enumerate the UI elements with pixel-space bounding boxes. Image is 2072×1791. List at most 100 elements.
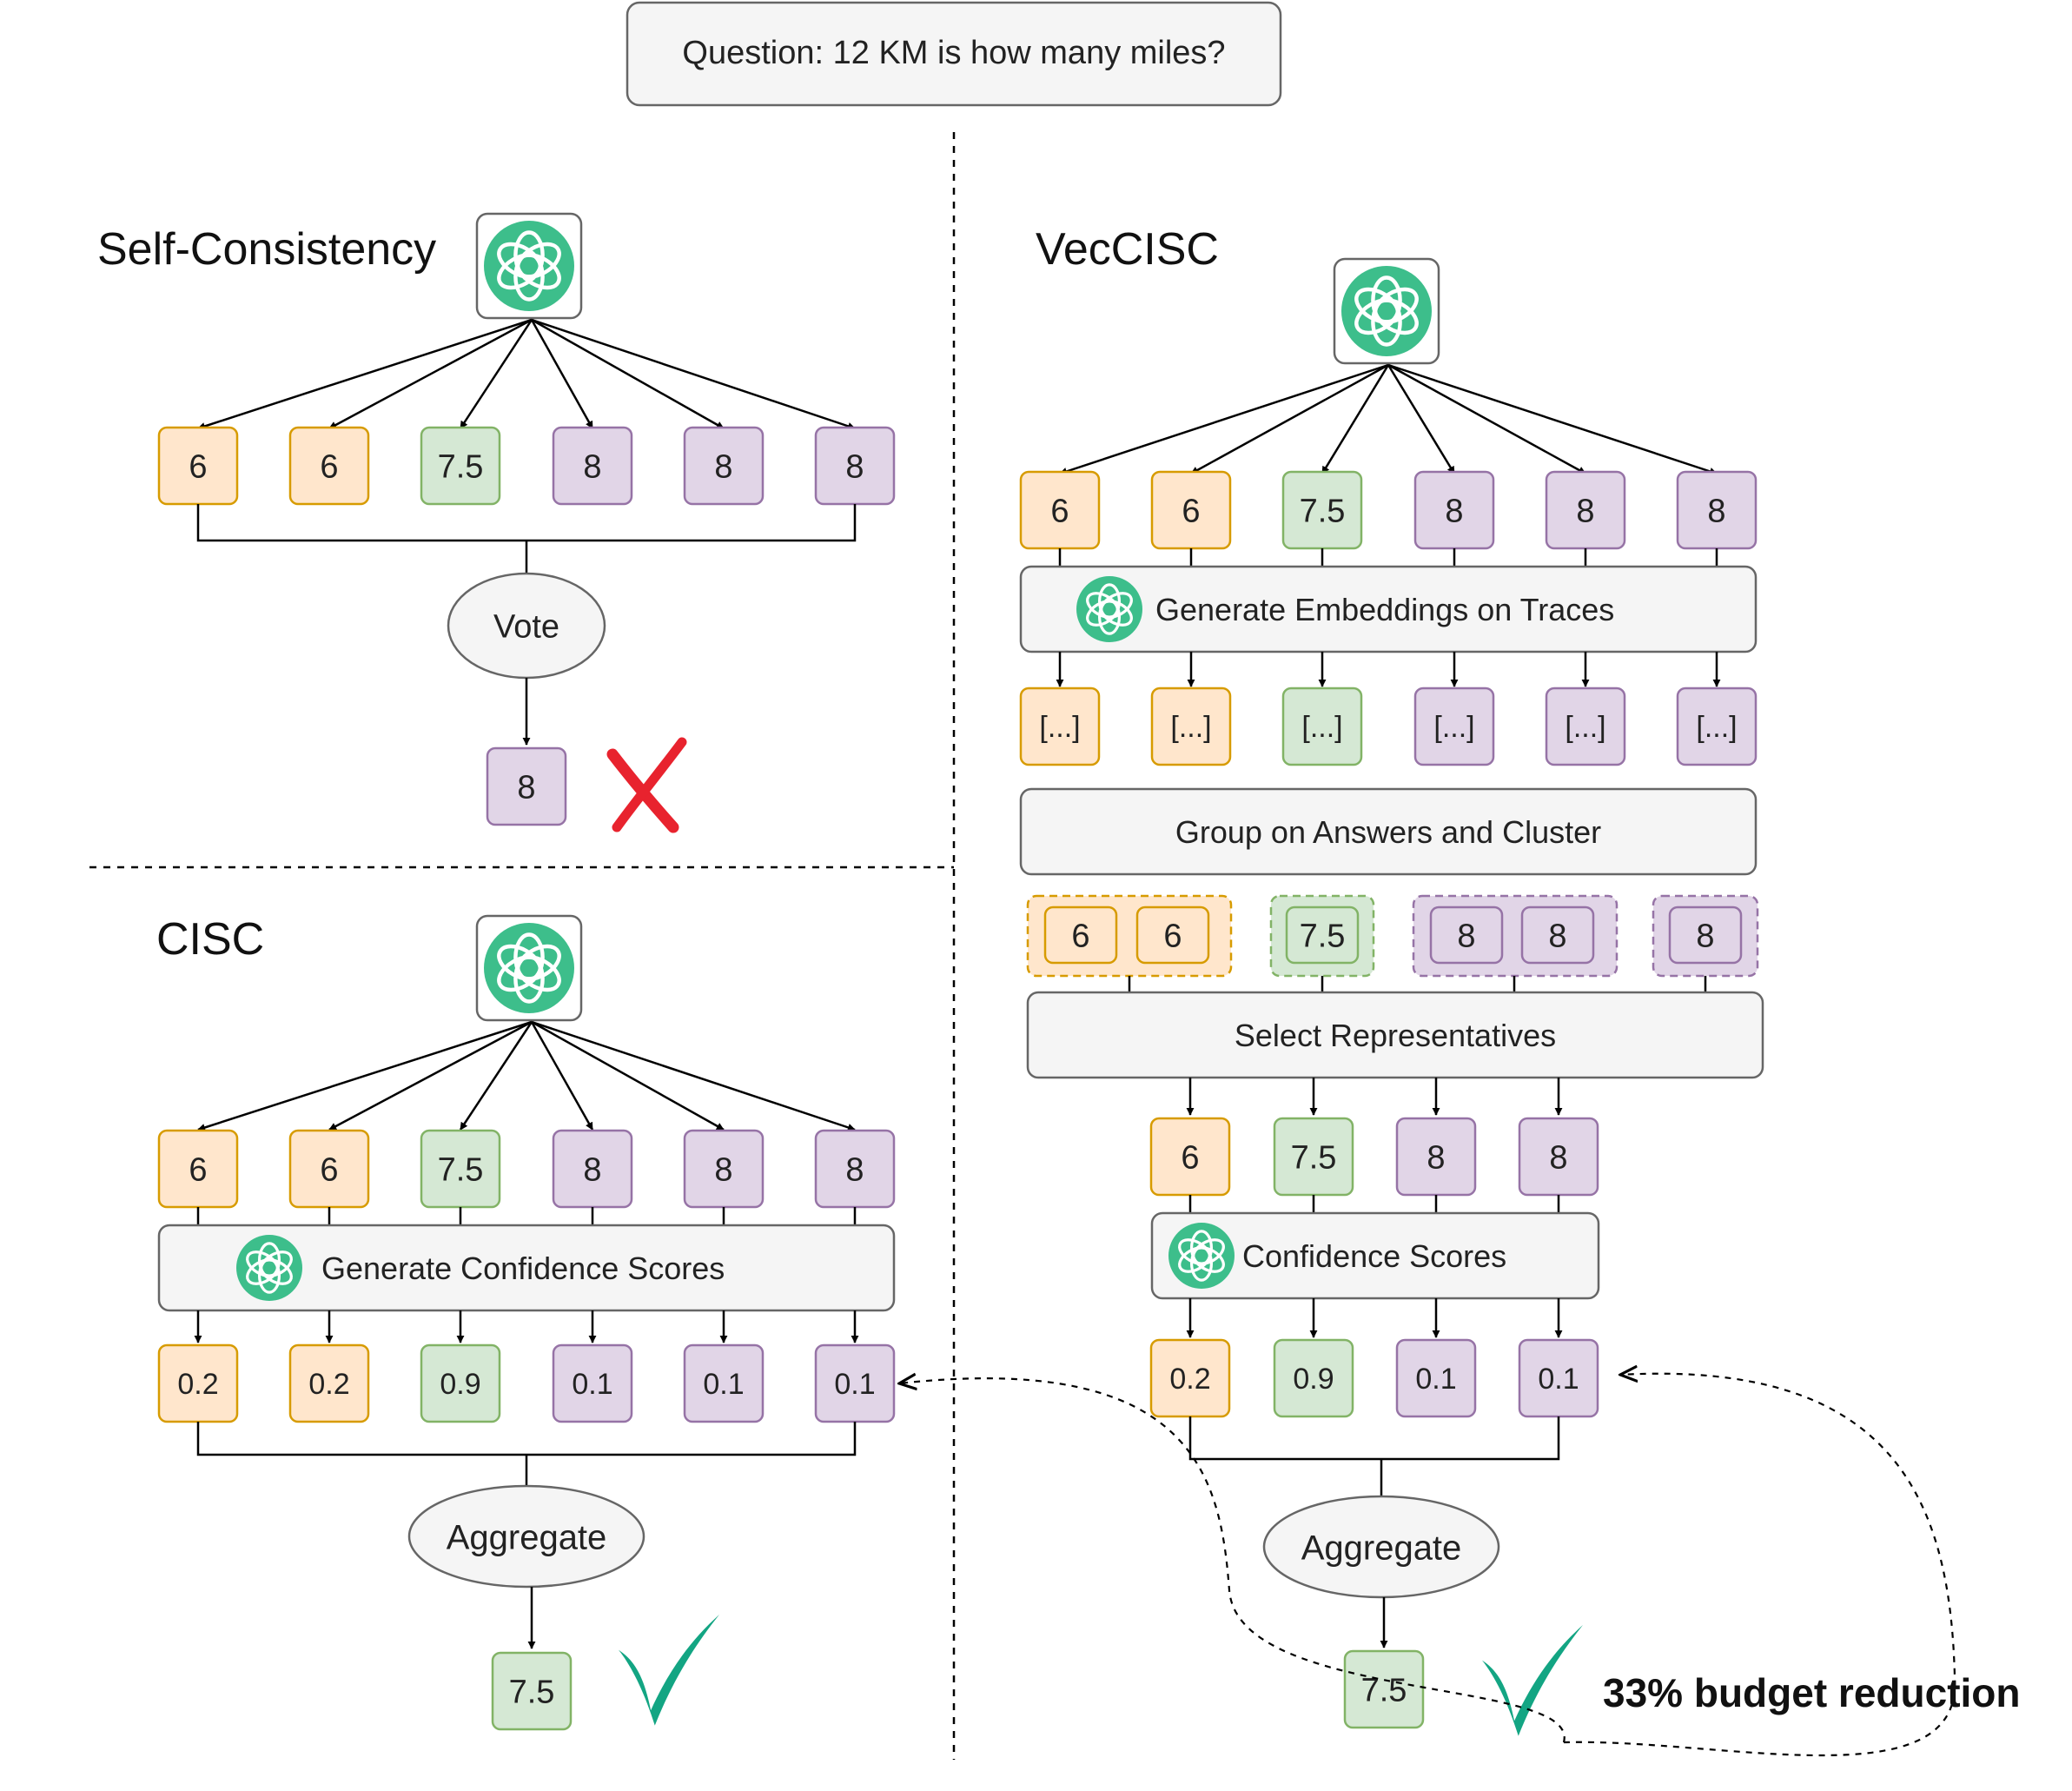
cisc-score-1: 0.2 xyxy=(157,1343,239,1423)
vec-representative-3-label: 8 xyxy=(1427,1140,1445,1177)
vec-answer-4: 8 xyxy=(1413,470,1495,550)
vec-result-label: 7.5 xyxy=(1361,1673,1407,1709)
vec-embedding-2: [...] xyxy=(1150,687,1232,766)
vec-score-1-label: 0.2 xyxy=(1169,1363,1210,1396)
vec-answer-1-label: 6 xyxy=(1050,494,1069,530)
vec-embedding-3-label: [...] xyxy=(1301,711,1342,744)
vec-representative-1-label: 6 xyxy=(1181,1140,1199,1177)
vec-scores-bracket xyxy=(1188,1416,1560,1461)
vec-score-3-label: 0.1 xyxy=(1415,1363,1456,1396)
vec-result: 7.5 xyxy=(1343,1649,1425,1729)
vec-embedding-6-label: [...] xyxy=(1696,711,1737,744)
vec-embedding-2-label: [...] xyxy=(1170,711,1211,744)
vec-representative-2: 7.5 xyxy=(1273,1117,1354,1197)
cisc-aggregate-node-label: Aggregate xyxy=(447,1518,607,1556)
cisc-sample-arrow-1 xyxy=(197,1020,533,1131)
vec-representative-4-label: 8 xyxy=(1549,1140,1567,1177)
vec-embedding-4: [...] xyxy=(1413,687,1495,766)
cisc-result: 7.5 xyxy=(491,1651,573,1731)
sc-answer-2-label: 6 xyxy=(320,449,338,486)
vec-embedding-6: [...] xyxy=(1676,687,1758,766)
sc-answer-4-label: 8 xyxy=(583,449,601,486)
cisc-score-2: 0.2 xyxy=(288,1343,370,1423)
veccisc-model-logo-icon xyxy=(1341,266,1432,356)
vec-embedding-1: [...] xyxy=(1019,687,1101,766)
vec-answer-2: 6 xyxy=(1150,470,1232,550)
veccisc-title: VecCISC xyxy=(1036,224,1219,275)
vec-answer-4-label: 8 xyxy=(1445,494,1463,530)
cisc-answer-5-label: 8 xyxy=(714,1152,732,1189)
vec-sample-arrow-6 xyxy=(1387,363,1718,475)
vec-score-2: 0.9 xyxy=(1273,1338,1354,1418)
cisc-confidence-step: Generate Confidence Scores xyxy=(157,1224,896,1312)
vec-cluster-2-item-1-label: 7.5 xyxy=(1300,919,1346,955)
cisc-score-3-label: 0.9 xyxy=(440,1368,480,1401)
vec-embedding-3: [...] xyxy=(1281,687,1363,766)
cisc-score-6: 0.1 xyxy=(814,1343,896,1423)
vec-cluster-1-item-2-label: 6 xyxy=(1163,919,1182,955)
self-consistency-model-logo-icon xyxy=(484,221,574,311)
sc-answer-6-label: 8 xyxy=(845,449,864,486)
vec-answer-6-label: 8 xyxy=(1707,494,1725,530)
sc-result: 8 xyxy=(486,746,567,826)
cisc-confidence-step-label: Generate Confidence Scores xyxy=(321,1250,725,1286)
vec-embedding-4-label: [...] xyxy=(1433,711,1474,744)
self-consistency-title: Self-Consistency xyxy=(97,224,436,275)
vec-cluster-2-item-1: 7.5 xyxy=(1285,905,1360,965)
cisc-sample-arrow-5 xyxy=(531,1020,725,1131)
cisc-model-logo-icon xyxy=(484,923,574,1013)
vec-cluster-4-item-1: 8 xyxy=(1668,905,1743,965)
question-text: Question: 12 KM is how many miles? xyxy=(682,35,1225,71)
vec-embedding-step-label: Generate Embeddings on Traces xyxy=(1155,592,1614,627)
vec-embedding-step: Generate Embeddings on Traces xyxy=(1019,565,1758,653)
cisc-answer-3-label: 7.5 xyxy=(438,1152,484,1189)
vec-cluster-1-item-1-label: 6 xyxy=(1071,919,1089,955)
sc-answer-2: 6 xyxy=(288,426,370,506)
vec-correct-mark xyxy=(1482,1625,1583,1736)
cisc-sample-arrow-2 xyxy=(328,1020,533,1131)
budget-note: 33% budget reduction xyxy=(1603,1670,2020,1715)
vec-representative-1: 6 xyxy=(1149,1117,1231,1197)
vec-score-3: 0.1 xyxy=(1395,1338,1477,1418)
cisc-answer-3: 7.5 xyxy=(420,1129,501,1209)
sc-answer-3: 7.5 xyxy=(420,426,501,506)
vec-embedding-1-label: [...] xyxy=(1039,711,1080,744)
sc-answer-6: 8 xyxy=(814,426,896,506)
cisc-answer-2: 6 xyxy=(288,1129,370,1209)
cisc-aggregate-node: Aggregate xyxy=(407,1484,645,1589)
sc-answer-4: 8 xyxy=(552,426,633,506)
vec-confidence-model-icon xyxy=(1168,1223,1235,1289)
cisc-model-logo xyxy=(475,914,583,1022)
vec-answer-3-label: 7.5 xyxy=(1300,494,1346,530)
vec-aggregate-node: Aggregate xyxy=(1262,1495,1500,1599)
vec-cluster-3-item-2-label: 8 xyxy=(1548,919,1566,955)
vec-embedding-5: [...] xyxy=(1545,687,1626,766)
cisc-score-5: 0.1 xyxy=(683,1343,765,1423)
vec-group-step: Group on Answers and Cluster xyxy=(1019,787,1758,876)
cisc-answer-6: 8 xyxy=(814,1129,896,1209)
vec-cluster-3-item-1: 8 xyxy=(1429,905,1504,965)
vec-sample-arrow-2 xyxy=(1190,363,1389,475)
sc-sample-arrow-3 xyxy=(459,319,533,429)
vec-confidence-step-label: Confidence Scores xyxy=(1242,1238,1506,1274)
sc-answer-1: 6 xyxy=(157,426,239,506)
vec-answer-2-label: 6 xyxy=(1182,494,1200,530)
self-consistency-model-logo xyxy=(475,212,583,320)
cisc-confidence-model-icon xyxy=(236,1235,302,1301)
sc-sample-arrow-2 xyxy=(328,318,533,430)
vec-answer-3: 7.5 xyxy=(1281,470,1363,550)
sc-answer-5-label: 8 xyxy=(714,449,732,486)
cisc-answer-1-label: 6 xyxy=(189,1152,207,1189)
vec-select-step: Select Representatives xyxy=(1026,991,1764,1079)
veccisc-model-logo xyxy=(1333,257,1440,365)
vec-aggregate-node-label: Aggregate xyxy=(1301,1529,1462,1567)
vec-answer-5-label: 8 xyxy=(1576,494,1594,530)
cisc-title: CISC xyxy=(156,914,264,965)
vec-answer-1: 6 xyxy=(1019,470,1101,550)
vec-score-4-label: 0.1 xyxy=(1538,1363,1579,1396)
cisc-correct-mark xyxy=(619,1615,719,1726)
sc-sample-arrow-5 xyxy=(531,318,725,430)
sc-sample-arrow-6 xyxy=(531,318,856,430)
cisc-score-5-label: 0.1 xyxy=(703,1368,744,1401)
